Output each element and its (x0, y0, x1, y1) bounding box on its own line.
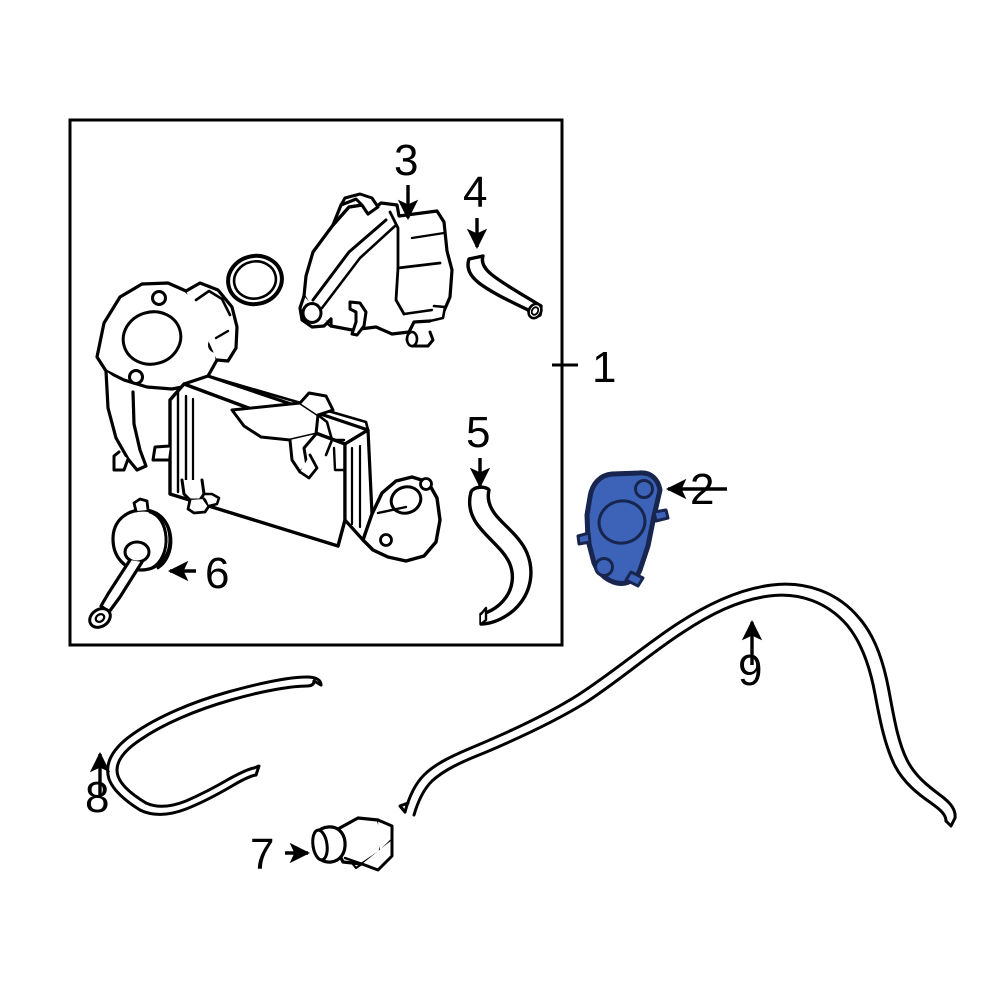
callout-9-label: 9 (738, 646, 762, 695)
egr-valve (298, 192, 454, 348)
hose-short (466, 254, 543, 320)
callout-1-label: 1 (592, 343, 616, 392)
vacuum-hose-left (106, 675, 323, 816)
egr-gasket (576, 470, 670, 588)
hose-bent (467, 485, 533, 626)
o-ring-seal (226, 253, 284, 307)
callout-4-label: 4 (463, 168, 487, 217)
vacuum-actuator (88, 497, 173, 629)
callout-2-label: 2 (690, 465, 714, 514)
callout-5-label: 5 (466, 408, 490, 457)
callout-7-label: 7 (250, 830, 274, 879)
assembly-group-box (68, 118, 564, 647)
check-valve (311, 816, 394, 872)
egr-cooler-assembly (95, 281, 442, 563)
callout-6-label: 6 (205, 549, 229, 598)
callout-8-label: 8 (85, 773, 109, 822)
callout-3-label: 3 (394, 136, 418, 185)
vacuum-hose-right (398, 582, 957, 828)
